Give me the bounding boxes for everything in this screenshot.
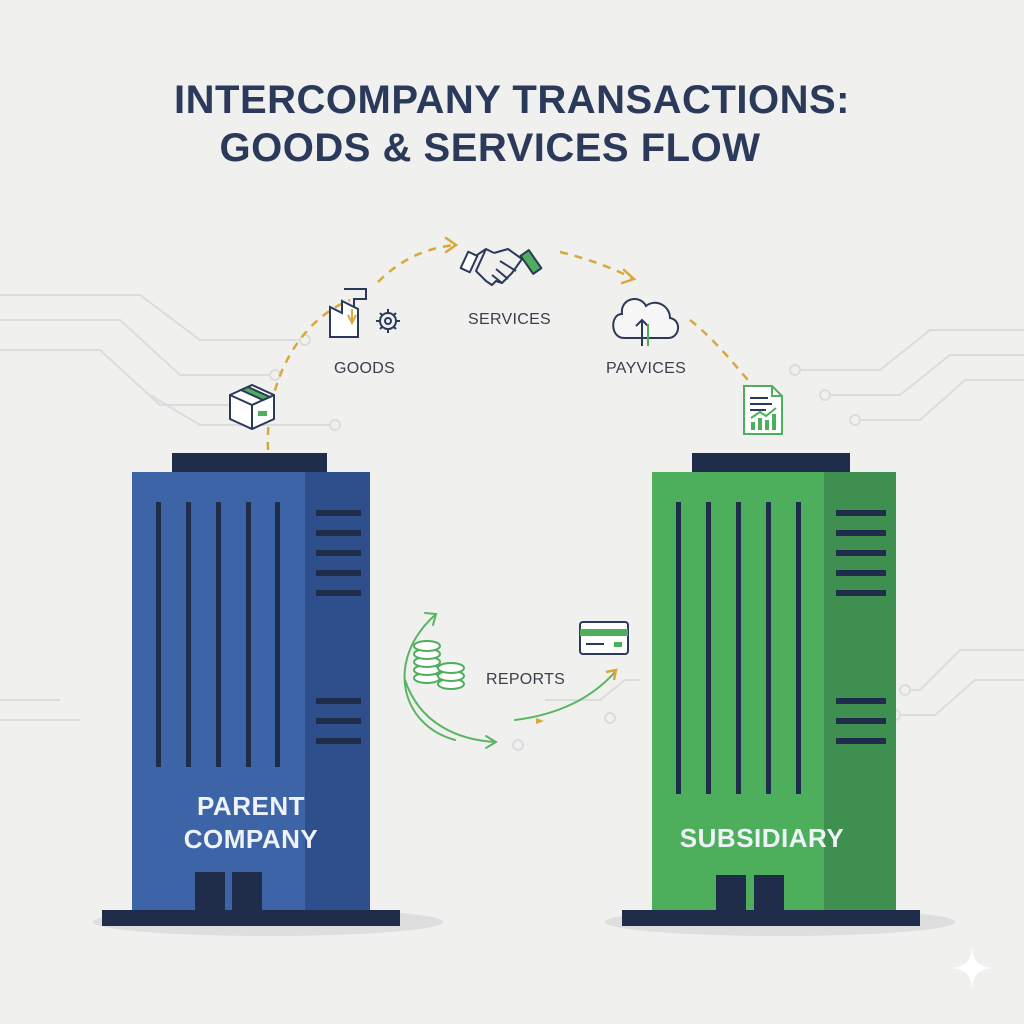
parent-company-label-line1: PARENT [197,791,305,821]
financial-report-icon [743,385,783,435]
sparkle-icon [952,948,992,988]
goods-label: GOODS [334,360,396,377]
gold-arrowhead-reports [605,668,618,681]
payments-flow-arrows [403,612,616,749]
credit-card-icon [579,621,629,655]
circuit-traces-left [0,294,341,721]
parent-company-label: PARENT COMPANY [132,790,370,855]
payvices-label: PAYVICES [606,360,687,377]
package-icon [229,383,275,431]
cloud-upload-icon [612,298,679,346]
goods-services-flow-arrows [266,243,753,451]
parent-company-building [102,453,400,926]
handshake-icon [459,248,543,286]
services-label: SERVICES [468,311,552,328]
subsidiary-building [622,453,920,926]
factory-gear-icon [329,288,400,338]
parent-company-label-line2: COMPANY [183,823,319,854]
diagram-title-line1: INTERCOMPANY TRANSACTIONS: [174,78,850,122]
coin-stack-icon [413,640,465,690]
reports-label: REPORTS [486,671,566,688]
subsidiary-label: SUBSIDIARY [679,823,845,853]
diagram-title-line2: GOODS & SERVICES FLOW [219,126,761,170]
gold-arrowheads [444,236,637,285]
gold-arrow-tip [536,718,544,724]
